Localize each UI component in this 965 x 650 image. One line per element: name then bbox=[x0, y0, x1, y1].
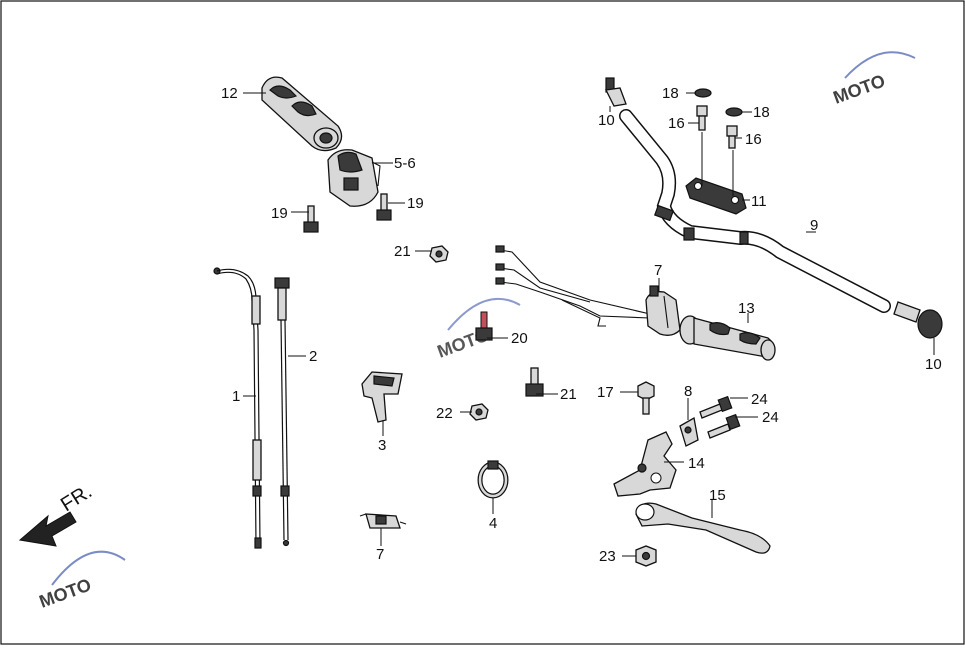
label-7-top: 7 bbox=[654, 262, 662, 279]
wire-harness-part bbox=[495, 245, 651, 327]
label-1: 1 bbox=[232, 388, 240, 405]
label-17: 17 bbox=[597, 384, 614, 401]
part-labels: 12 5-6 19 19 21 1 2 3 7 4 22 21 20 7 13 … bbox=[221, 85, 942, 565]
label-11: 11 bbox=[751, 193, 767, 210]
label-20: 20 bbox=[511, 330, 528, 347]
label-13: 13 bbox=[738, 300, 755, 317]
label-24-top: 24 bbox=[751, 391, 768, 408]
nut-22-part bbox=[469, 403, 489, 421]
label-3: 3 bbox=[378, 437, 386, 454]
handlebar-9-part bbox=[619, 109, 891, 313]
cable-1-part bbox=[213, 267, 262, 549]
label-21-mid: 21 bbox=[560, 386, 577, 403]
end-10-top-part bbox=[605, 77, 627, 107]
label-8: 8 bbox=[684, 383, 692, 400]
label-10-top: 10 bbox=[598, 112, 615, 129]
front-arrow-icon bbox=[18, 511, 77, 547]
bolt-20-part bbox=[475, 311, 493, 341]
screw-19-right-part bbox=[376, 193, 392, 221]
label-16-left: 16 bbox=[668, 115, 685, 132]
bolt-21-mid-part bbox=[525, 367, 544, 397]
bolt-16-left-part bbox=[696, 105, 708, 131]
grip-12-part bbox=[261, 76, 343, 152]
label-10-right: 10 bbox=[925, 356, 942, 373]
bolt-16-right-part bbox=[726, 125, 738, 149]
label-16-right: 16 bbox=[745, 131, 762, 148]
leader-lines bbox=[243, 92, 935, 557]
label-18-right: 18 bbox=[753, 104, 770, 121]
label-22: 22 bbox=[436, 405, 453, 422]
clamp-bolt-guide-lines bbox=[701, 132, 734, 196]
label-2: 2 bbox=[309, 348, 317, 365]
cable-2-part bbox=[274, 277, 290, 547]
label-14: 14 bbox=[688, 455, 705, 472]
connector-7-bottom-part bbox=[359, 513, 407, 529]
lever-15-part bbox=[635, 502, 771, 554]
label-12: 12 bbox=[221, 85, 238, 102]
grip-13-part bbox=[679, 315, 776, 361]
label-21-top: 21 bbox=[394, 243, 411, 260]
cap-18-right-part bbox=[725, 107, 743, 117]
end-10-right-part bbox=[893, 301, 943, 339]
nut-21-top-part bbox=[429, 245, 449, 263]
label-4: 4 bbox=[489, 515, 497, 532]
bolt-17-part bbox=[637, 381, 655, 415]
bolt-24-top-part bbox=[699, 395, 733, 419]
label-9: 9 bbox=[810, 217, 818, 234]
lever-bracket-14-part bbox=[613, 431, 677, 497]
bracket-3-part bbox=[361, 371, 403, 423]
label-19-left: 19 bbox=[271, 205, 288, 222]
nut-23-part bbox=[635, 545, 657, 567]
bolt-24-bottom-part bbox=[707, 413, 741, 439]
label-5-6: 5-6 bbox=[394, 155, 416, 172]
label-7-bottom: 7 bbox=[376, 546, 384, 563]
holder-8-part bbox=[679, 416, 699, 447]
clamp-4-part bbox=[477, 460, 509, 499]
cap-18-left-part bbox=[694, 88, 712, 98]
screw-19-left-part bbox=[303, 205, 319, 233]
switch-5-6-part bbox=[327, 149, 381, 207]
clamp-11-part bbox=[685, 177, 747, 215]
label-15: 15 bbox=[709, 487, 726, 504]
label-23: 23 bbox=[599, 548, 616, 565]
label-18-left: 18 bbox=[662, 85, 679, 102]
label-19-right: 19 bbox=[407, 195, 424, 212]
label-24-bottom: 24 bbox=[762, 409, 779, 426]
